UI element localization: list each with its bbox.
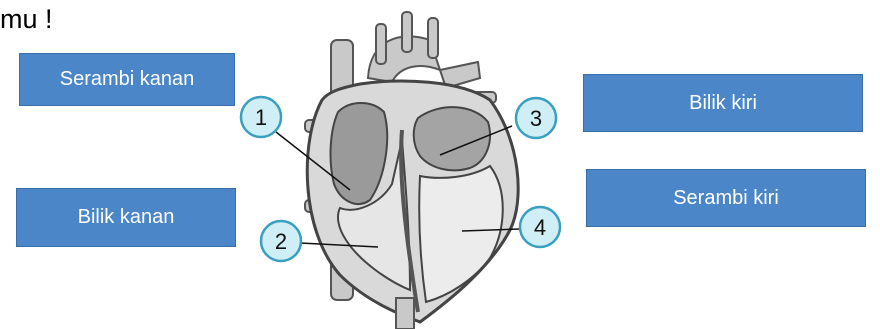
marker-4-label: 4	[534, 215, 546, 240]
inferior-vessel	[396, 298, 414, 329]
label-bilik-kanan[interactable]: Bilik kanan	[16, 188, 236, 247]
label-serambi-kiri[interactable]: Serambi kiri	[586, 169, 866, 227]
marker-3: 3	[516, 98, 556, 138]
marker-2-label: 2	[275, 229, 287, 254]
marker-1: 1	[241, 97, 281, 137]
label-bilik-kiri[interactable]: Bilik kiri	[583, 74, 863, 132]
marker-2: 2	[261, 221, 301, 261]
marker-4: 4	[520, 207, 560, 247]
left-ventricle-chamber	[419, 166, 503, 302]
marker-1-label: 1	[255, 105, 267, 130]
label-serambi-kanan[interactable]: Serambi kanan	[19, 53, 235, 106]
marker-3-label: 3	[530, 106, 542, 131]
